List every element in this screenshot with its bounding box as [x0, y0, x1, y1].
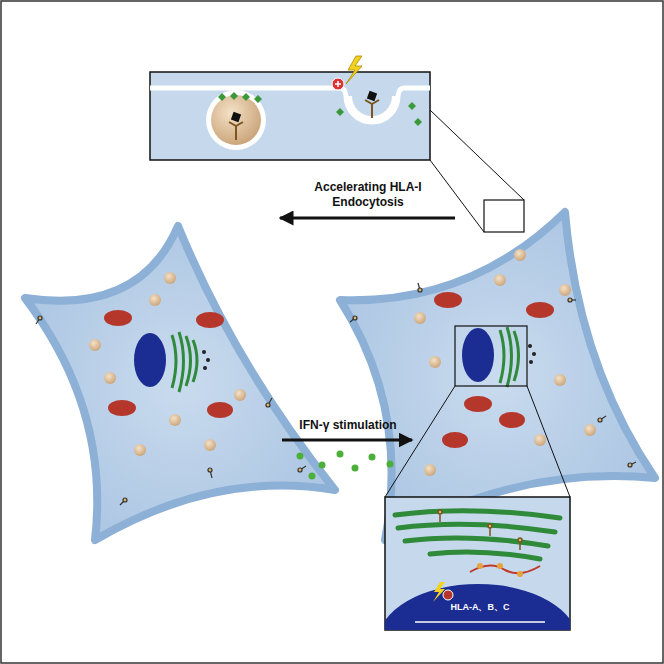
hla-receptors [36, 316, 306, 505]
ribosomes [477, 563, 523, 577]
endosomes [414, 249, 596, 476]
process-label: IFN-γ stimulation [282, 418, 414, 433]
dna-strand [415, 621, 545, 623]
process-arrow [280, 217, 455, 220]
endosome [211, 95, 261, 145]
gene-label: HLA-A、B、C [430, 602, 530, 613]
ligand [367, 91, 377, 101]
hla-receptors [350, 283, 636, 510]
cell-resting [25, 226, 335, 540]
process-arrow [282, 439, 412, 442]
nucleus [134, 333, 166, 387]
mitochondria [104, 310, 233, 418]
nucleus [462, 328, 494, 382]
endoplasmic-reticulum [395, 511, 560, 559]
endosomes [89, 272, 246, 456]
hla-receptor [365, 100, 379, 118]
endocytosis-inset [150, 72, 430, 160]
golgi-er [500, 327, 519, 387]
charge-marker [332, 78, 344, 90]
nucleus [385, 584, 570, 630]
transcription-factor [443, 590, 453, 600]
zoom-line [527, 386, 570, 497]
golgi-er [172, 332, 197, 392]
golgi-vesicles [528, 344, 536, 364]
process-label: Accelerating HLA-I Endocytosis [293, 180, 443, 210]
cell-stimulated [340, 212, 655, 540]
lightning-stimulus [433, 582, 445, 602]
hla-receptor [229, 122, 243, 140]
hla-in-er [438, 510, 522, 550]
zoom-line [430, 160, 484, 232]
plus-sign [335, 81, 341, 87]
plasma-membrane [150, 88, 430, 122]
golgi-vesicles [202, 350, 210, 370]
lightning-stimulus [346, 56, 362, 84]
ifn-gamma-molecules [297, 451, 394, 480]
signaling-molecules [218, 92, 422, 126]
zoom-box [484, 200, 524, 232]
zoom-line [430, 110, 524, 200]
endosome-membrane [206, 90, 266, 150]
zoom-box [455, 326, 527, 386]
mitochondria [434, 292, 554, 448]
ligand [231, 112, 241, 122]
